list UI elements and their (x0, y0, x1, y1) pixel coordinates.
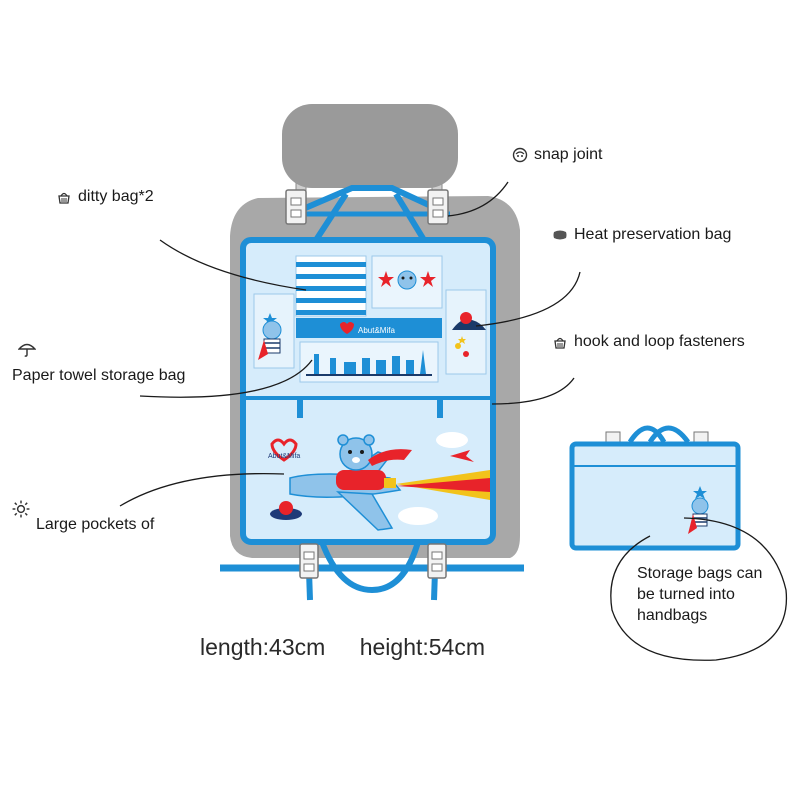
buckle-bottom-left (299, 543, 319, 579)
top-strap-inner (313, 192, 427, 242)
brand-band-logo: Abut&Mifa (358, 326, 395, 335)
pointer-snap-joint (447, 181, 509, 217)
pilot-bear (337, 434, 412, 471)
cloud-bottom (398, 507, 438, 525)
basket-icon (554, 337, 566, 349)
pillow-icon (553, 230, 567, 240)
umbrella-icon (17, 343, 37, 357)
buckle-bottom-right (427, 543, 447, 579)
red-star-left (378, 271, 394, 287)
label-hook-loop: hook and loop fasteners (552, 333, 745, 351)
cloud-top (436, 432, 468, 448)
star-pocket-bear (397, 270, 417, 290)
heat-bag-text: Heat preservation bag (574, 226, 732, 243)
label-ditty-bag: ditty bag*2 (56, 188, 154, 206)
storage-note-line-2: be turned into (637, 586, 735, 603)
buckle-top-right (427, 189, 449, 225)
paper-towel-text: Paper towel storage bag (12, 367, 186, 384)
svg-text:Abut&Mifa: Abut&Mifa (268, 453, 300, 460)
storage-note-line-1: Storage bags can (637, 565, 763, 582)
sun-icon (12, 500, 30, 518)
pointer-paper-towel (139, 359, 313, 398)
handbag-illustration (569, 425, 741, 551)
red-star-right (420, 271, 436, 287)
pointer-ditty-bag (159, 239, 307, 291)
pointer-hook-loop (491, 377, 575, 405)
hook-loop-text: hook and loop fasteners (574, 333, 745, 350)
smiley-face-icon (512, 147, 528, 163)
label-snap-joint: snap joint (512, 146, 603, 164)
sun-icon-wrap (12, 500, 30, 523)
ditty-bag-text: ditty bag*2 (78, 188, 154, 205)
height-text: height:54cm (359, 634, 486, 660)
light-beam-red (396, 478, 490, 492)
label-paper-towel: Paper towel storage bag (12, 367, 185, 385)
umbrella-icon-wrap (17, 340, 37, 363)
large-pockets-text: Large pockets of (36, 516, 155, 533)
storage-note: Storage bags can be turned into handbags (637, 563, 787, 626)
dimensions-caption: length:43cm height:54cm (200, 634, 485, 661)
storage-note-line-3: handbags (637, 607, 708, 624)
city-ground (306, 374, 432, 376)
storage-note-circle (610, 517, 788, 661)
large-pocket-logo: Abut&Mifa (268, 438, 300, 462)
pocket-stripes (296, 262, 366, 315)
pointer-large-pockets (119, 472, 285, 507)
bottom-loop (319, 540, 421, 594)
brand-logo-heart (340, 322, 354, 334)
basket-icon (58, 192, 70, 204)
brand-band (296, 318, 442, 338)
left-bear-figure (258, 313, 282, 360)
small-red-plane (450, 450, 474, 462)
top-strap (294, 185, 446, 215)
headrest (282, 104, 458, 188)
buckle-top-left (285, 189, 307, 225)
pointer-heat-bag (475, 271, 581, 327)
city-skyline (314, 350, 426, 374)
ufo (270, 501, 302, 520)
side-pocket-right (445, 289, 487, 375)
label-large-pockets: Large pockets of (36, 516, 154, 534)
right-flying-figure (452, 312, 486, 357)
snap-joint-text: snap joint (534, 146, 603, 163)
length-text: length:43cm (200, 634, 326, 660)
label-heat-bag: Heat preservation bag (552, 226, 731, 244)
